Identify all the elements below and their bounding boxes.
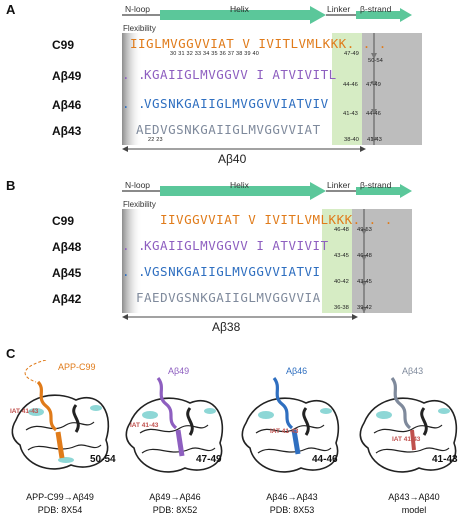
row-label-c99: C99 [52, 38, 75, 52]
helix-arrow-b [160, 182, 326, 200]
nums-c99: 30 31 32 33 34 35 36 37 38 39 40 [170, 51, 259, 57]
seq-ab48: KGAIIGLMVGGVV I ATVIVIT [144, 238, 329, 253]
structure-ab43 [359, 377, 458, 473]
cleave-ab49-2: 47-49 [366, 82, 381, 88]
cleave-ab49-1: 44-46 [343, 82, 358, 88]
row-label-ab43: Aβ43 [52, 124, 82, 138]
site-ab46: 44-46 [312, 454, 338, 465]
cap1-ab46: Aβ46→Aβ43 [266, 492, 318, 502]
cleave-b-c99-2: 49-53 [357, 227, 372, 233]
tag-ab49: Aβ49 [168, 366, 190, 376]
nums-ab43: 22 23 [148, 137, 163, 143]
linker-label-b: Linker [327, 180, 351, 190]
cap2-ab49: PDB: 8X52 [152, 505, 198, 515]
range-arrow-a [122, 146, 366, 152]
row-label-ab46: Aβ46 [52, 98, 82, 112]
linker-bar-b [326, 190, 358, 192]
nloop-bar [122, 14, 162, 16]
linker-bar [326, 14, 358, 16]
flexibility-gradient-b [122, 209, 412, 313]
row-label-ab45: Aβ45 [52, 266, 82, 280]
strand-arrow-b [356, 184, 412, 198]
tag-ab43: Aβ43 [402, 366, 424, 376]
panel-c-label: C [6, 346, 16, 361]
row-label-ab48: Aβ48 [52, 240, 82, 254]
cleave-ab45-2: 43-45 [357, 279, 372, 285]
cleave-ab46-1: 41-43 [343, 111, 358, 117]
panel-a: A N-loop Helix Linker β-strand Flexibili… [0, 0, 474, 172]
seq-ab46: VGSNKGAIIGLMVGGVVIATVIV [144, 96, 329, 111]
range-label-b: Aβ38 [212, 320, 241, 334]
strand-arrow [356, 8, 412, 22]
nloop-bar-b [122, 190, 162, 192]
site-ab49: 47-49 [196, 454, 222, 465]
cap1-ab49: Aβ49→Aβ46 [149, 492, 201, 502]
site-ab43: 41-43 [432, 454, 458, 465]
seq-prefix-ab49: . . [122, 67, 147, 82]
nloop-label: N-loop [125, 4, 151, 14]
nloop-label-b: N-loop [125, 180, 151, 190]
helix-arrow [160, 6, 326, 24]
cap1-ab43: Aβ43→Aβ40 [388, 492, 440, 502]
row-label-ab49: Aβ49 [52, 69, 82, 83]
iat-ab43: IAT 41-43 [392, 436, 421, 443]
cleave-ab46-2: 44-46 [366, 111, 381, 117]
structure-ab46 [241, 377, 340, 473]
cleave-ab45-1: 40-42 [334, 279, 349, 285]
cleave-b-c99-1: 46-48 [334, 227, 349, 233]
panel-b: B N-loop Helix Linker β-strand Flexibili… [0, 176, 474, 336]
iat-ab49: IAT 41-43 [130, 422, 159, 429]
seq-ab43: AEDVGSNKGAIIGLMVGGVVIAT [136, 122, 321, 137]
structure-c99 [11, 360, 110, 470]
linker-label: Linker [327, 4, 351, 14]
flexibility-gradient [122, 33, 422, 145]
helix-label-b: Helix [230, 180, 249, 190]
tag-ab46: Aβ46 [286, 366, 308, 376]
cap2-ab46: PDB: 8X53 [269, 505, 315, 515]
row-label-ab42: Aβ42 [52, 292, 82, 306]
seq-prefix-ab45: . . [122, 264, 147, 279]
cleave-ab43-2: 41-43 [367, 137, 382, 143]
seq-prefix-ab48: . . [122, 238, 147, 253]
iat-ab46: IAT 41-43 [270, 428, 299, 435]
cap2-c99: PDB: 8X54 [37, 505, 83, 515]
strand-label: β-strand [360, 4, 392, 14]
seq-ab42: FAEDVGSNKGAIIGLMVGGVVIA [136, 290, 321, 305]
row-label-b-c99: C99 [52, 214, 75, 228]
range-label-a: Aβ40 [218, 152, 247, 166]
flexibility-label: Flexibility [123, 24, 156, 33]
seq-b-c99: IIVGGVVIAT V IVITLVMLKKK. . . [160, 212, 393, 227]
cleave-c99-1: 47-49 [344, 51, 359, 57]
strand-label-b: β-strand [360, 180, 392, 190]
panel-c: C APP-C99 IAT 41-43 50-54 APP-C99→Aβ49 P… [0, 342, 474, 527]
cap2-ab43: model [401, 505, 427, 515]
cleave-c99-2: 50-54 [368, 58, 383, 64]
iat-c99: IAT 41-43 [10, 408, 39, 415]
seq-ab49: KGAIIGLMVGGVV I ATVIVITL [144, 67, 337, 82]
range-arrow-b [122, 314, 358, 320]
seq-c99: IIGLMVGGVVIAT V IVITLVMLKKK. . . [130, 36, 387, 51]
site-c99: 50-54 [90, 454, 116, 465]
panel-a-label: A [6, 2, 16, 17]
cleave-ab43-1: 38-40 [344, 137, 359, 143]
seq-ab45: VGSNKGAIIGLMVGGVVIATVI [144, 264, 321, 279]
seq-prefix-ab46: . . [122, 96, 147, 111]
helix-label: Helix [230, 4, 249, 14]
structure-ab49 [125, 377, 224, 473]
flexibility-label-b: Flexibility [123, 200, 156, 209]
cleave-ab42-1: 36-38 [334, 305, 349, 311]
cap1-c99: APP-C99→Aβ49 [26, 492, 94, 502]
cleave-ab42-2: 39-42 [357, 305, 372, 311]
cleave-ab48-2: 46-48 [357, 253, 372, 259]
panel-b-label: B [6, 178, 16, 193]
cleave-ab48-1: 43-45 [334, 253, 349, 259]
tag-c99: APP-C99 [58, 362, 96, 372]
